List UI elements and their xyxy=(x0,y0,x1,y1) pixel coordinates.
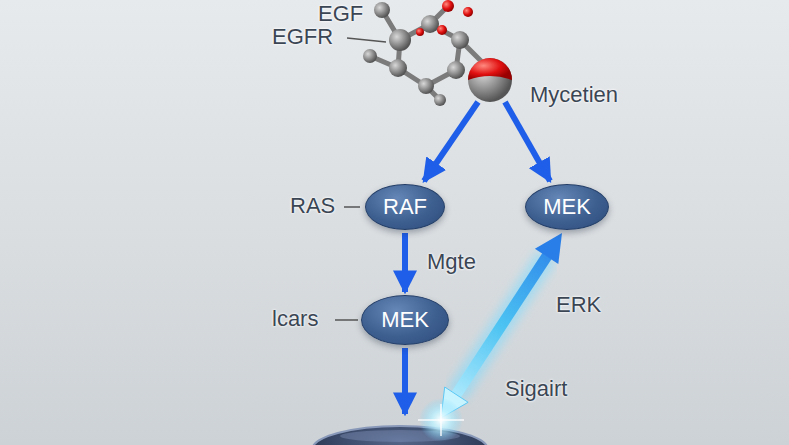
pathway-label: ERK xyxy=(556,293,601,317)
protein-node: MEK xyxy=(525,184,609,230)
leader-line xyxy=(335,319,358,321)
signal-arrow xyxy=(505,102,550,181)
signal-arrow xyxy=(402,233,408,292)
leader-line xyxy=(344,206,360,208)
pathway-label: lcars xyxy=(272,307,318,331)
node-label: RAF xyxy=(383,195,427,219)
pathway-label: EGF xyxy=(318,2,363,26)
node-label: MEK xyxy=(543,195,591,219)
glow-star xyxy=(418,398,464,442)
leader-line xyxy=(347,38,386,42)
node-label: MEK xyxy=(381,308,429,332)
pathway-label: Mycetien xyxy=(530,83,618,107)
pathway-label: Sigairt xyxy=(505,377,567,401)
target-disk xyxy=(312,426,488,445)
signal-arrow xyxy=(402,348,408,414)
protein-node: MEK xyxy=(361,295,449,345)
protein-node: RAF xyxy=(365,184,445,230)
molecule xyxy=(363,0,512,106)
pathway-label: RAS xyxy=(290,194,335,218)
pathway-label: EGFR xyxy=(272,25,333,49)
edge-label: Mgte xyxy=(427,250,476,274)
signal-arrow xyxy=(424,102,478,181)
